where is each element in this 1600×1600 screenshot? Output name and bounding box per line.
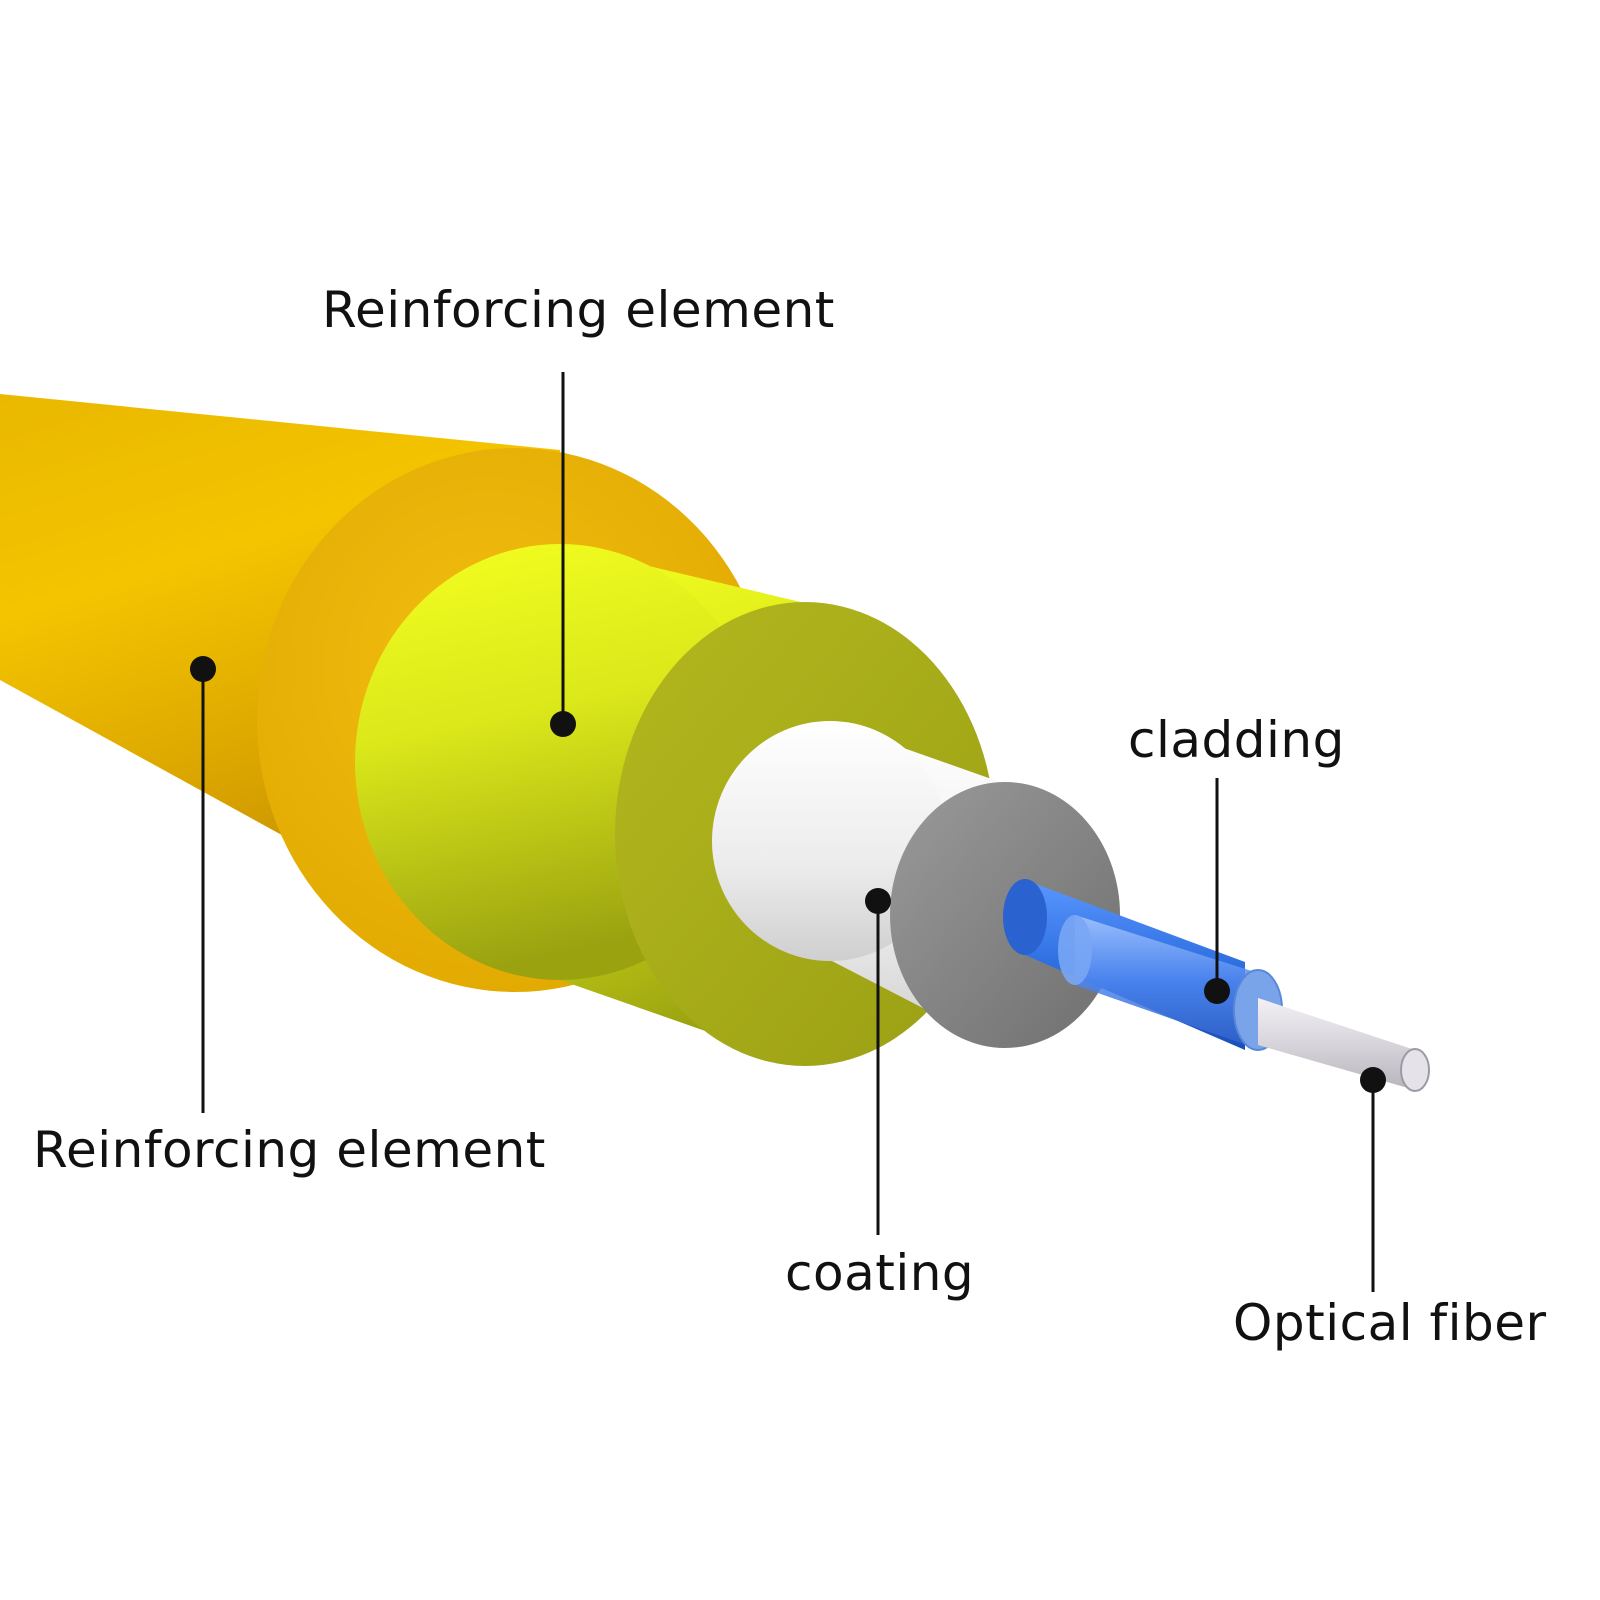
callout-left-reinforcing: Reinforcing element — [33, 656, 546, 1179]
callout-top-reinforcing: Reinforcing element — [322, 281, 835, 737]
core-body — [1258, 998, 1415, 1090]
cladding-layer — [1003, 879, 1283, 1051]
label-left-reinforcing: Reinforcing element — [33, 1121, 546, 1179]
label-top-reinforcing: Reinforcing element — [322, 281, 835, 339]
callout-cladding: cladding — [1128, 711, 1345, 1004]
label-coating: coating — [785, 1244, 974, 1302]
cladding-outer-body — [1075, 915, 1255, 1048]
callout-optical-fiber: Optical fiber — [1233, 1067, 1547, 1352]
label-optical-fiber: Optical fiber — [1233, 1294, 1547, 1352]
optical-fiber-core — [1258, 998, 1430, 1092]
dot-top-reinforcing — [550, 711, 576, 737]
cladding-outer-end — [1058, 915, 1092, 985]
core-end — [1400, 1048, 1430, 1092]
cladding-inner-end — [1003, 879, 1047, 955]
dot-cladding — [1204, 978, 1230, 1004]
label-cladding: cladding — [1128, 711, 1345, 769]
callout-coating: coating — [785, 888, 974, 1302]
